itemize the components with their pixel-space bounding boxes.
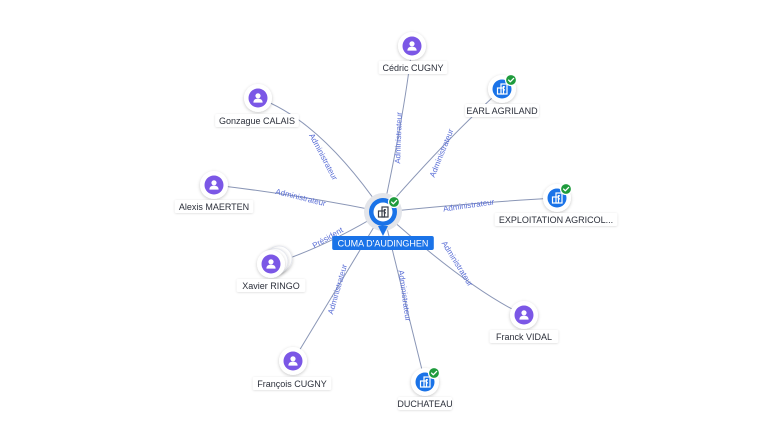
node-label-background xyxy=(494,213,618,226)
building-icon xyxy=(419,376,431,388)
graph-node-xavier-ringo[interactable]: Xavier RINGO xyxy=(236,245,306,292)
node-label: DUCHATEAU xyxy=(397,399,452,409)
edge-role-label: Administrateur xyxy=(442,197,495,213)
building-icon xyxy=(551,192,563,204)
relationship-edge xyxy=(382,197,558,213)
node-label: Franck VIDAL xyxy=(496,332,552,342)
person-icon xyxy=(209,180,219,190)
edge-role-label: Administrateur xyxy=(396,269,412,322)
person-icon xyxy=(288,356,298,366)
node-label-background xyxy=(236,279,306,292)
node-label: Xavier RINGO xyxy=(242,281,300,291)
verified-check-icon xyxy=(504,73,518,87)
person-icon xyxy=(407,41,417,51)
verified-check-icon xyxy=(387,195,401,209)
building-icon xyxy=(377,206,389,218)
relationship-edge xyxy=(213,184,384,213)
node-label-background xyxy=(215,114,299,127)
edge-role-label: Administrateur xyxy=(274,187,327,208)
relationship-edge xyxy=(382,88,503,213)
node-label-background xyxy=(252,377,332,390)
relationship-edge xyxy=(382,211,525,316)
person-icon xyxy=(266,259,276,269)
center-node[interactable]: CUMA D'AUDINGHEN xyxy=(332,193,434,250)
person-icon xyxy=(253,93,263,103)
graph-node-cedric-cugny[interactable]: Cédric CUGNY xyxy=(378,32,448,74)
node-label-background xyxy=(489,330,559,343)
building-icon xyxy=(496,83,508,95)
node-label-background xyxy=(397,397,453,410)
center-node-label: CUMA D'AUDINGHEN xyxy=(338,239,429,249)
nodes-layer: Cédric CUGNY EARL AGRILAND Gonzague CALAIS… xyxy=(174,32,618,411)
edge-role-label: Administrateur xyxy=(307,132,339,182)
relationship-edge xyxy=(292,211,384,362)
graph-node-francois-cugny[interactable]: François CUGNY xyxy=(252,347,332,390)
node-label: Gonzague CALAIS xyxy=(219,116,295,126)
graph-node-alexis-maerten[interactable]: Alexis MAERTEN xyxy=(174,171,254,213)
edge-role-label: Administrateur xyxy=(428,127,456,179)
node-label: Cédric CUGNY xyxy=(382,63,443,73)
relationship-edge xyxy=(257,97,384,213)
node-label-background xyxy=(465,104,539,117)
node-label-background xyxy=(174,200,254,213)
node-label: François CUGNY xyxy=(257,379,327,389)
edge-role-label: Administrateur xyxy=(326,263,349,315)
edge-role-label: Administrateur xyxy=(393,112,404,164)
graph-node-franck-vidal[interactable]: Franck VIDAL xyxy=(489,301,559,343)
verified-check-icon xyxy=(559,182,573,196)
node-label-background xyxy=(378,61,448,74)
graph-node-exploitation-agricole[interactable]: EXPLOITATION AGRICOL... xyxy=(494,182,618,227)
node-label: EARL AGRILAND xyxy=(466,106,538,116)
graph-node-gonzague-calais[interactable]: Gonzague CALAIS xyxy=(215,84,299,127)
graph-node-duchateau[interactable]: DUCHATEAU xyxy=(397,366,453,411)
graph-node-earl-agriland[interactable]: EARL AGRILAND xyxy=(465,73,539,118)
center-label-background xyxy=(332,236,434,250)
node-label: Alexis MAERTEN xyxy=(179,202,249,212)
node-label: EXPLOITATION AGRICOL... xyxy=(499,215,613,225)
person-icon xyxy=(519,310,529,320)
map-pin-tail xyxy=(378,226,388,236)
verified-check-icon xyxy=(427,366,441,380)
relationship-edge xyxy=(382,211,426,383)
